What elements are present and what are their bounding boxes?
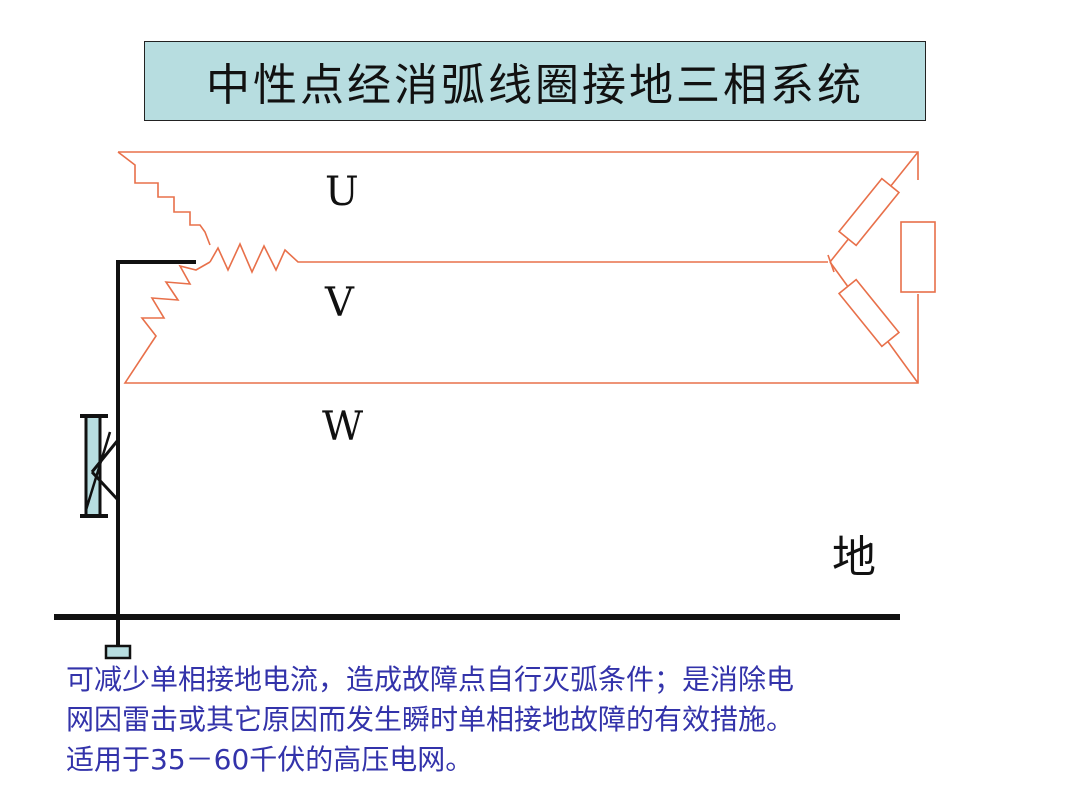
phase-label-w: W [322,404,363,450]
title-box: 中性点经消弧线圈接地三相系统 [144,41,926,121]
description-line: 网因雷击或其它原因而发生瞬时单相接地故障的有效措施。 [66,703,795,736]
phase-u-line [118,151,919,180]
description-line: 可减少单相接地电流，造成故障点自行灭弧条件；是消除电 [66,663,795,696]
ground-electrode [104,644,132,660]
source-winding-w [140,261,211,346]
phase-label-v: V [324,280,355,326]
load-resistor-right [900,221,936,293]
phase-label-u: U [325,169,359,215]
neutral-wire [116,260,196,622]
load-resistor-lower [837,278,901,348]
source-winding-u [117,151,211,246]
phase-w-line [123,294,919,384]
page-title: 中性点经消弧线圈接地三相系统 [206,60,864,111]
source-winding-v [209,242,828,274]
description: 可减少单相接地电流，造成故障点自行灭弧条件；是消除电 网因雷击或其它原因而发生瞬… [66,660,1026,780]
description-line: 适用于35－60千伏的高压电网。 [66,743,474,776]
ground-label: 地 [832,532,876,583]
load-resistor-upper [837,177,901,247]
arc-suppression-coil [80,414,120,518]
